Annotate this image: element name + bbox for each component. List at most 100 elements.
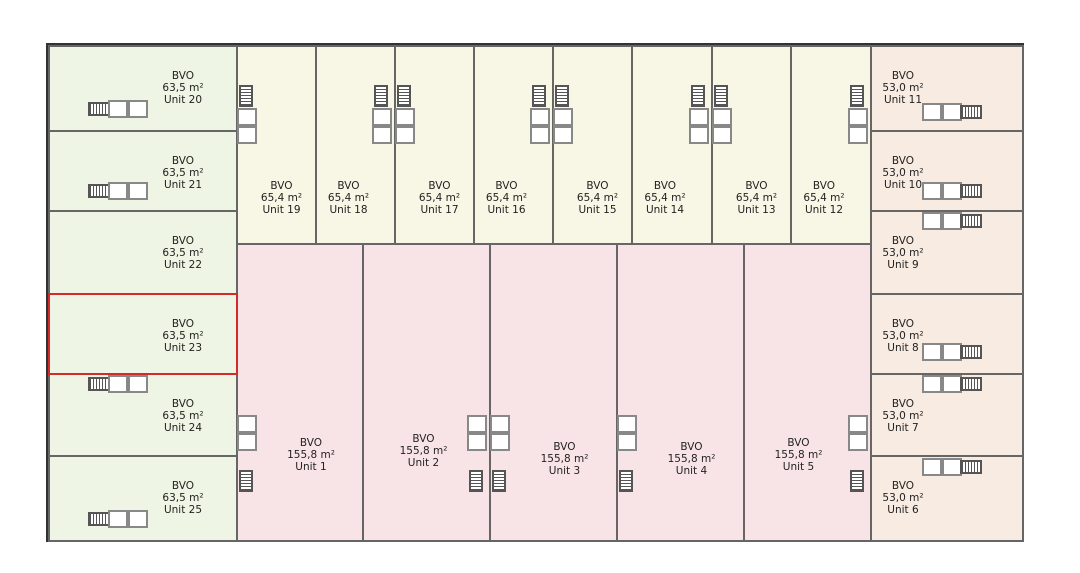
unit-area: 63,5 m²	[162, 492, 204, 504]
unit-area: 63,5 m²	[162, 410, 204, 422]
toilet-icon	[617, 433, 637, 451]
unit-name: Unit 12	[804, 204, 844, 216]
stair-icon	[492, 470, 506, 492]
stair-icon	[239, 85, 253, 107]
unit-2[interactable]	[362, 243, 491, 542]
unit-name: Unit 14	[645, 204, 685, 216]
stair-icon	[850, 470, 864, 492]
unit-type: BVO	[171, 70, 195, 82]
unit-area: 63,5 m²	[162, 330, 204, 342]
unit-1[interactable]	[236, 243, 364, 542]
toilet-icon	[712, 108, 732, 126]
unit-14[interactable]	[631, 45, 713, 245]
unit-area: 65,4 m²	[327, 192, 370, 204]
unit-type: BVO	[553, 441, 576, 453]
toilet-icon	[530, 108, 550, 126]
unit-13[interactable]	[711, 45, 792, 245]
unit-name: Unit 13	[737, 204, 776, 216]
unit-type: BVO	[891, 318, 915, 330]
unit-15[interactable]	[552, 45, 633, 245]
toilet-icon	[108, 510, 128, 528]
toilet-icon	[848, 415, 868, 433]
toilet-icon	[922, 458, 942, 476]
unit-area: 53,0 m²	[882, 410, 924, 422]
unit-20[interactable]	[48, 45, 238, 132]
unit-area: 53,0 m²	[882, 247, 924, 259]
unit-type: BVO	[495, 180, 518, 192]
stair-icon	[714, 85, 728, 107]
unit-name: Unit 25	[163, 504, 203, 516]
toilet-icon	[128, 100, 148, 118]
stair-icon	[88, 512, 110, 526]
unit-area: 53,0 m²	[882, 330, 924, 342]
toilet-icon	[553, 126, 573, 144]
unit-name: Unit 8	[887, 342, 919, 354]
unit-name: Unit 4	[675, 465, 708, 477]
unit-name: Unit 18	[329, 204, 368, 216]
stair-icon	[469, 470, 483, 492]
unit-type: BVO	[891, 398, 915, 410]
toilet-icon	[467, 415, 487, 433]
unit-area: 65,4 m²	[803, 192, 845, 204]
toilet-icon	[395, 108, 415, 126]
unit-5[interactable]	[743, 243, 872, 542]
unit-name: Unit 6	[887, 504, 919, 516]
stair-icon	[88, 184, 110, 198]
toilet-icon	[712, 126, 732, 144]
unit-3[interactable]	[489, 243, 618, 542]
toilet-icon	[922, 182, 942, 200]
unit-area: 155,8 m²	[399, 445, 448, 457]
stair-icon	[691, 85, 705, 107]
unit-23[interactable]	[48, 293, 238, 375]
toilet-icon	[395, 126, 415, 144]
toilet-icon	[128, 182, 148, 200]
toilet-icon	[128, 375, 148, 393]
unit-4[interactable]	[616, 243, 745, 542]
unit-area: 63,5 m²	[162, 82, 204, 94]
unit-area: 63,5 m²	[162, 167, 204, 179]
unit-name: Unit 17	[420, 204, 459, 216]
toilet-icon	[108, 182, 128, 200]
unit-18[interactable]	[315, 45, 396, 245]
unit-area: 155,8 m²	[540, 453, 589, 465]
unit-name: Unit 10	[883, 179, 923, 191]
stair-icon	[960, 460, 982, 474]
unit-8[interactable]	[870, 293, 1024, 375]
unit-17[interactable]	[394, 45, 475, 245]
stair-icon	[960, 105, 982, 119]
toilet-icon	[108, 100, 128, 118]
toilet-icon	[848, 126, 868, 144]
toilet-icon	[108, 375, 128, 393]
stair-icon	[239, 470, 253, 492]
unit-type: BVO	[680, 441, 703, 453]
toilet-icon	[942, 182, 962, 200]
unit-area: 53,0 m²	[882, 167, 924, 179]
unit-type: BVO	[171, 318, 195, 330]
toilet-icon	[372, 126, 392, 144]
stair-icon	[532, 85, 546, 107]
unit-name: Unit 20	[163, 94, 203, 106]
toilet-icon	[922, 212, 942, 230]
unit-25[interactable]	[48, 455, 238, 542]
unit-22[interactable]	[48, 210, 238, 295]
unit-name: Unit 15	[578, 204, 617, 216]
unit-name: Unit 21	[163, 179, 203, 191]
unit-area: 65,4 m²	[418, 192, 461, 204]
unit-12[interactable]	[790, 45, 872, 245]
unit-name: Unit 9	[887, 259, 919, 271]
toilet-icon	[942, 458, 962, 476]
stair-icon	[960, 184, 982, 198]
unit-type: BVO	[891, 480, 915, 492]
